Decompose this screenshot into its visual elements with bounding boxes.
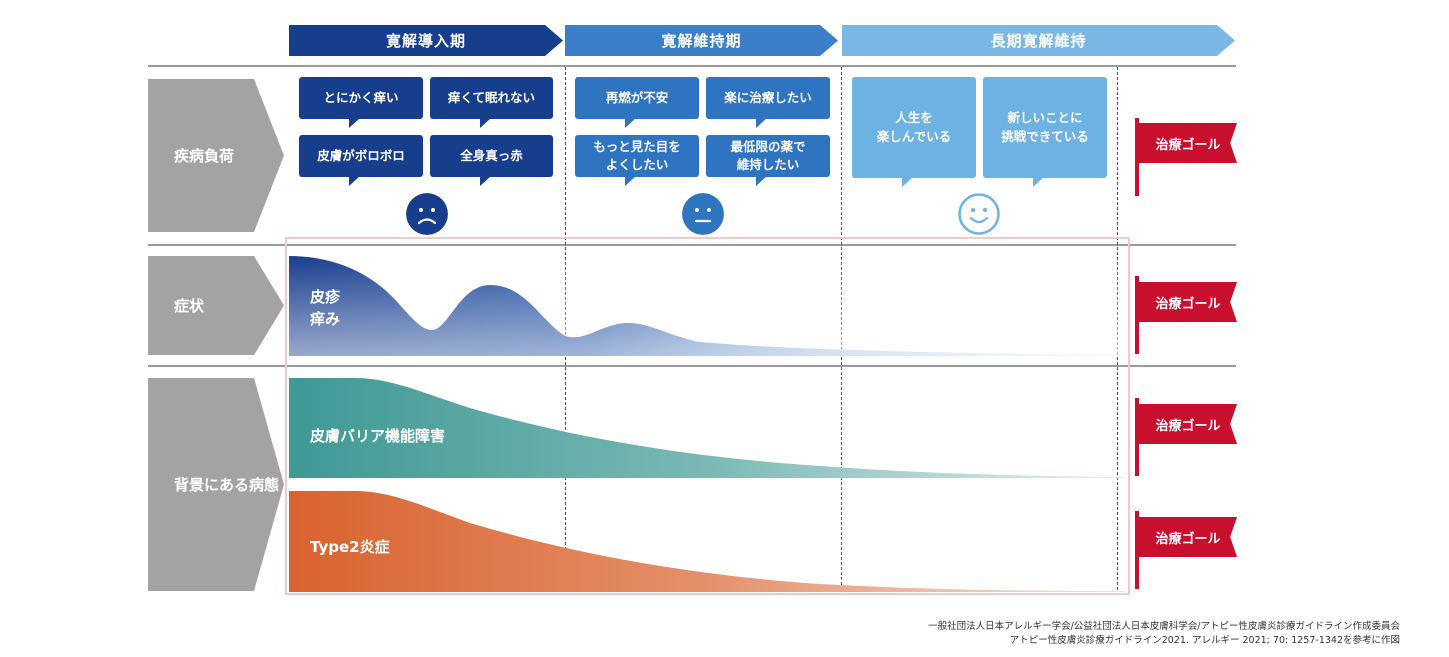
barrier-label: 皮膚バリア機能障害 (310, 427, 446, 445)
goal-label: 治療ゴール (1155, 296, 1221, 312)
bubble-easy-treatment: 楽に治療したい (706, 77, 830, 128)
bubble-relapse-anxiety: 再燃が不安 (575, 77, 699, 128)
goal-label: 治療ゴール (1155, 418, 1221, 434)
citation-line: 一般社団法人日本アレルギー学会/公益社団法人日本皮膚科学会/アトピー性皮膚炎診療… (928, 621, 1400, 632)
bubble-skin-damaged: 皮膚がボロボロ (299, 135, 423, 186)
highlight-frame (285, 237, 1130, 595)
goal-flag-barrier: 治療ゴール (1139, 404, 1237, 444)
phase-header-induction: 寛解導入期 (289, 25, 563, 56)
goal-label: 治療ゴール (1155, 137, 1221, 153)
goal-label: 治療ゴール (1155, 531, 1221, 547)
bubble-cannot-sleep: 痒くて眠れない (430, 77, 553, 128)
type2-area (289, 491, 1125, 592)
goal-flag-symptoms: 治療ゴール (1139, 282, 1237, 322)
phase-label: 寛解導入期 (385, 32, 466, 50)
row-label-text: 疾病負荷 (174, 147, 235, 165)
goal-flag-burden: 治療ゴール (1139, 123, 1237, 163)
phase-label: 寛解維持期 (661, 32, 742, 50)
separator-line (148, 244, 1236, 246)
symptoms-area-fade (289, 256, 1125, 356)
bubble-better-appearance: もっと見た目を よくしたい (575, 135, 699, 186)
row-label-disease-burden: 疾病負荷 (148, 79, 284, 232)
separator-line (148, 365, 1236, 367)
goal-flag-pole (1135, 511, 1139, 589)
citation-line: アトピー性皮膚炎診療ガイドライン2021. アレルギー 2021; 70: 12… (1009, 634, 1400, 646)
bubble-itchy: とにかく痒い (299, 77, 423, 128)
separator-line (148, 65, 1236, 67)
phase-header-maintenance: 寛解維持期 (565, 25, 838, 56)
goal-flag-pole (1135, 276, 1139, 354)
phase-label: 長期寛解維持 (990, 32, 1087, 50)
smile-face-icon (958, 193, 1000, 235)
goal-flag-pole (1135, 398, 1139, 476)
row-label-symptoms: 症状 (148, 256, 284, 355)
bubble-enjoying-life: 人生を 楽しんでいる (852, 77, 976, 187)
bubble-new-challenges: 新しいことに 挑戦できている (983, 77, 1107, 187)
symptoms-label: 皮疹 痒み (310, 288, 341, 328)
goal-flag-type2: 治療ゴール (1139, 517, 1237, 557)
citation: 一般社団法人日本アレルギー学会/公益社団法人日本皮膚科学会/アトピー性皮膚炎診療… (928, 620, 1400, 648)
goal-flag-pole (1135, 118, 1139, 196)
sad-face-icon (406, 193, 448, 235)
row-label-background-pathology: 背景にある病態 (148, 378, 284, 591)
type2-label: Type2炎症 (310, 538, 390, 556)
phase-header-long-term: 長期寛解維持 (842, 25, 1235, 56)
bubble-minimal-medication: 最低限の薬で 維持したい (706, 135, 830, 186)
row-label-text: 背景にある病態 (174, 476, 280, 494)
row-label-text: 症状 (174, 297, 205, 315)
barrier-area (289, 378, 1125, 478)
neutral-face-icon (682, 193, 724, 235)
bubble-whole-body-red: 全身真っ赤 (430, 135, 553, 186)
